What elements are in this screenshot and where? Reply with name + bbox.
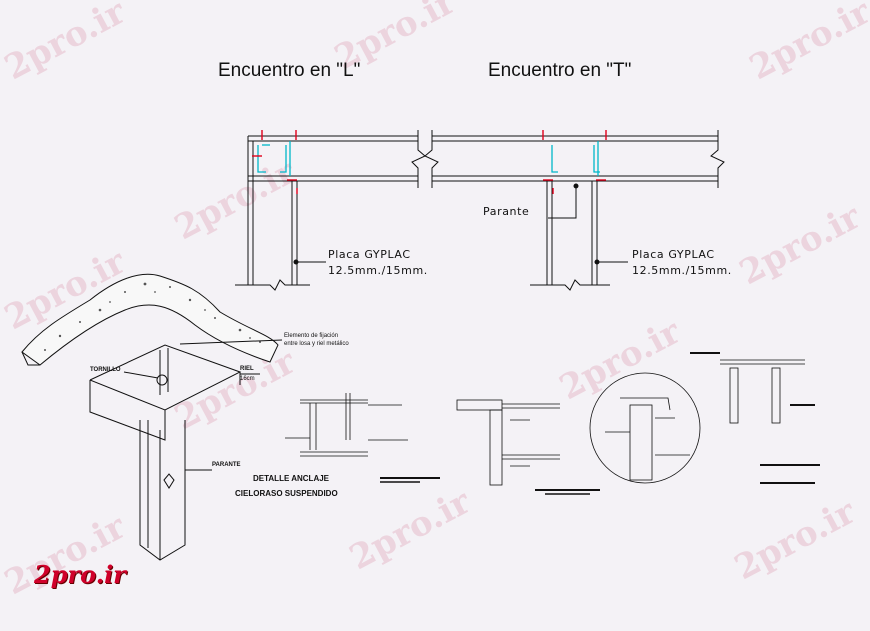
riel-size-label: 16cm: [240, 376, 255, 382]
t-junction-title: Encuentro en "T": [488, 60, 632, 81]
l-junction-plan: [235, 130, 426, 291]
size-label-right: 12.5mm./15mm.: [632, 264, 732, 277]
placa-label-left: Placa GYPLAC: [328, 248, 411, 261]
section-detail-small: [285, 393, 440, 483]
section-detail-circle: [589, 352, 820, 484]
t-junction-plan: [424, 130, 725, 291]
parante-iso-label: PARANTE: [212, 462, 241, 468]
detalle-title-1: DETALLE ANCLAJE: [253, 474, 329, 483]
parante-label: Parante: [483, 205, 530, 218]
detalle-title-2: CIELORASO SUSPENDIDO: [235, 489, 338, 498]
site-logo: 2pro.ir: [34, 560, 126, 589]
isometric-anchor-detail: [21, 273, 283, 561]
size-label-left: 12.5mm./15mm.: [328, 264, 428, 277]
l-junction-title: Encuentro en "L": [218, 60, 361, 81]
riel-label: RIEL: [240, 366, 254, 372]
placa-label-right: Placa GYPLAC: [632, 248, 715, 261]
section-detail-corner: [456, 399, 600, 495]
elemento-label: Elemento de fijación: [284, 333, 339, 339]
elemento-sub-label: entre losa y riel metálico: [284, 341, 349, 347]
tornillo-label: TORNILLO: [90, 367, 121, 373]
